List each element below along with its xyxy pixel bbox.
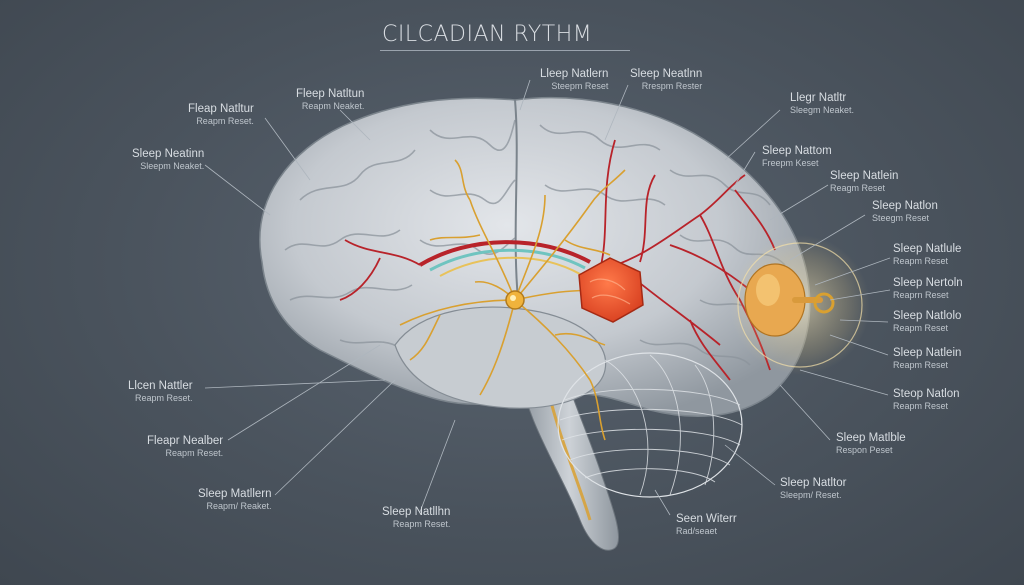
label-main: Sleep Natlein bbox=[830, 170, 899, 182]
title-underline bbox=[380, 50, 630, 51]
label-main: Sleep Natlein bbox=[893, 347, 962, 359]
label-main: Fleapr Nealber bbox=[147, 435, 224, 447]
label-right-6: Sleep Natlolo Reapm Reset bbox=[893, 310, 961, 334]
label-sub: Steepm Reset bbox=[551, 81, 609, 92]
label-main: Fleap Natltur bbox=[188, 103, 254, 115]
label-sub: Reapm Neaket. bbox=[301, 101, 365, 112]
diagram-title: CILCADIAN RYTHM bbox=[382, 22, 593, 47]
label-right-5: Sleep Nertoln Reaprn Reset bbox=[893, 277, 963, 301]
label-left-3: Fleapr Nealber Reapm Reset. bbox=[147, 435, 223, 459]
label-sub: Sleepm Neaket. bbox=[140, 161, 205, 172]
label-main: Seen Witerr bbox=[676, 513, 737, 525]
label-main: Steop Natlon bbox=[893, 388, 960, 400]
fissure bbox=[514, 99, 519, 301]
label-main: Sleep Natltor bbox=[780, 477, 847, 489]
label-left-1: Sleep Neatinn Sleepm Neaket. bbox=[132, 148, 204, 172]
label-bottom-center-1: Seen Witerr Rad/seaet bbox=[676, 513, 737, 537]
label-main: Lleep Natlern bbox=[540, 68, 609, 80]
label-top-center-2: Sleep Neatlnn Rrespm Rester bbox=[630, 68, 702, 92]
label-main: Sleep Nattom bbox=[762, 145, 832, 157]
label-sub: Rrespm Rester bbox=[641, 81, 703, 92]
label-sub: Reapm Reset bbox=[893, 256, 949, 267]
label-sub: Reapm Reset bbox=[893, 323, 949, 334]
label-bottom-right-1: Sleep Natltor Sleepm/ Reset. bbox=[780, 477, 846, 501]
label-sub: Reapm Reset. bbox=[165, 448, 224, 459]
temporal-lobe bbox=[394, 306, 607, 409]
leader-lines bbox=[204, 79, 891, 516]
label-sub: Reapm Reset. bbox=[196, 116, 254, 127]
label-sub: Freepm Keset bbox=[762, 158, 819, 169]
label-top-left-1: Fleap Natltur Reapm Reset. bbox=[188, 103, 254, 127]
label-top-right-1: Llegr Natltr Sleegm Neaket. bbox=[790, 92, 854, 116]
label-bottom-center-2: Sleep Natllhn Reapm Reset. bbox=[382, 506, 450, 530]
label-main: Llcen Nattler bbox=[128, 380, 193, 392]
label-left-2: Llcen Nattler Reapm Reset. bbox=[128, 380, 193, 404]
label-right-9: Sleep Matlble Respon Peset bbox=[836, 432, 906, 456]
label-sub: Reaprn Reset bbox=[893, 290, 949, 301]
label-sub: Reapm Reset bbox=[893, 360, 949, 371]
label-sub: Sleegm Neaket. bbox=[790, 105, 855, 116]
label-right-3: Sleep Natlon Steegm Reset bbox=[872, 200, 938, 224]
cerebellum-lines bbox=[559, 354, 743, 496]
pineal-ring bbox=[813, 292, 835, 314]
label-sub: Reagm Reset bbox=[830, 183, 886, 194]
label-sub: Rad/seaet bbox=[676, 526, 718, 537]
label-main: Llegr Natltr bbox=[790, 92, 847, 104]
hormone-hexagon bbox=[578, 257, 644, 323]
label-main: Sleep Matllern bbox=[198, 488, 272, 500]
label-sub: Reapm/ Reaket. bbox=[206, 501, 272, 512]
label-bottom-left-1: Sleep Matllern Reapm/ Reaket. bbox=[198, 488, 272, 512]
label-sub: Sleepm/ Reset. bbox=[780, 490, 842, 501]
label-main: Sleep Matlble bbox=[836, 432, 906, 444]
label-main: Sleep Neatinn bbox=[132, 148, 205, 160]
label-top-left-2: Fleep Natltun Reapm Neaket. bbox=[296, 88, 364, 112]
label-top-center-1: Lleep Natlern Steepm Reset bbox=[540, 68, 608, 92]
label-main: Sleep Natllhn bbox=[382, 506, 451, 518]
label-right-2: Sleep Natlein Reagm Reset bbox=[830, 170, 898, 194]
label-main: Fleep Natltun bbox=[296, 88, 365, 100]
label-sub: Respon Peset bbox=[836, 445, 893, 456]
corpus-callosum bbox=[418, 240, 591, 267]
label-right-8: Steop Natlon Reapm Reset bbox=[893, 388, 960, 412]
label-main: Sleep Nertoln bbox=[893, 277, 963, 289]
label-sub: Reapm Reset. bbox=[392, 519, 451, 530]
label-main: Sleep Natlolo bbox=[893, 310, 962, 322]
label-sub: Reapm Reset. bbox=[135, 393, 193, 404]
label-sub: Reapm Reset bbox=[893, 401, 949, 412]
label-right-7: Sleep Natlein Reapm Reset bbox=[893, 347, 961, 371]
label-main: Sleep Natlule bbox=[893, 243, 962, 255]
label-sub: Steegm Reset bbox=[872, 213, 930, 224]
label-right-1: Sleep Nattom Freepm Keset bbox=[762, 145, 832, 169]
label-main: Sleep Neatlnn bbox=[630, 68, 703, 80]
label-main: Sleep Natlon bbox=[872, 200, 938, 212]
label-right-4: Sleep Natlule Reapm Reset bbox=[893, 243, 961, 267]
